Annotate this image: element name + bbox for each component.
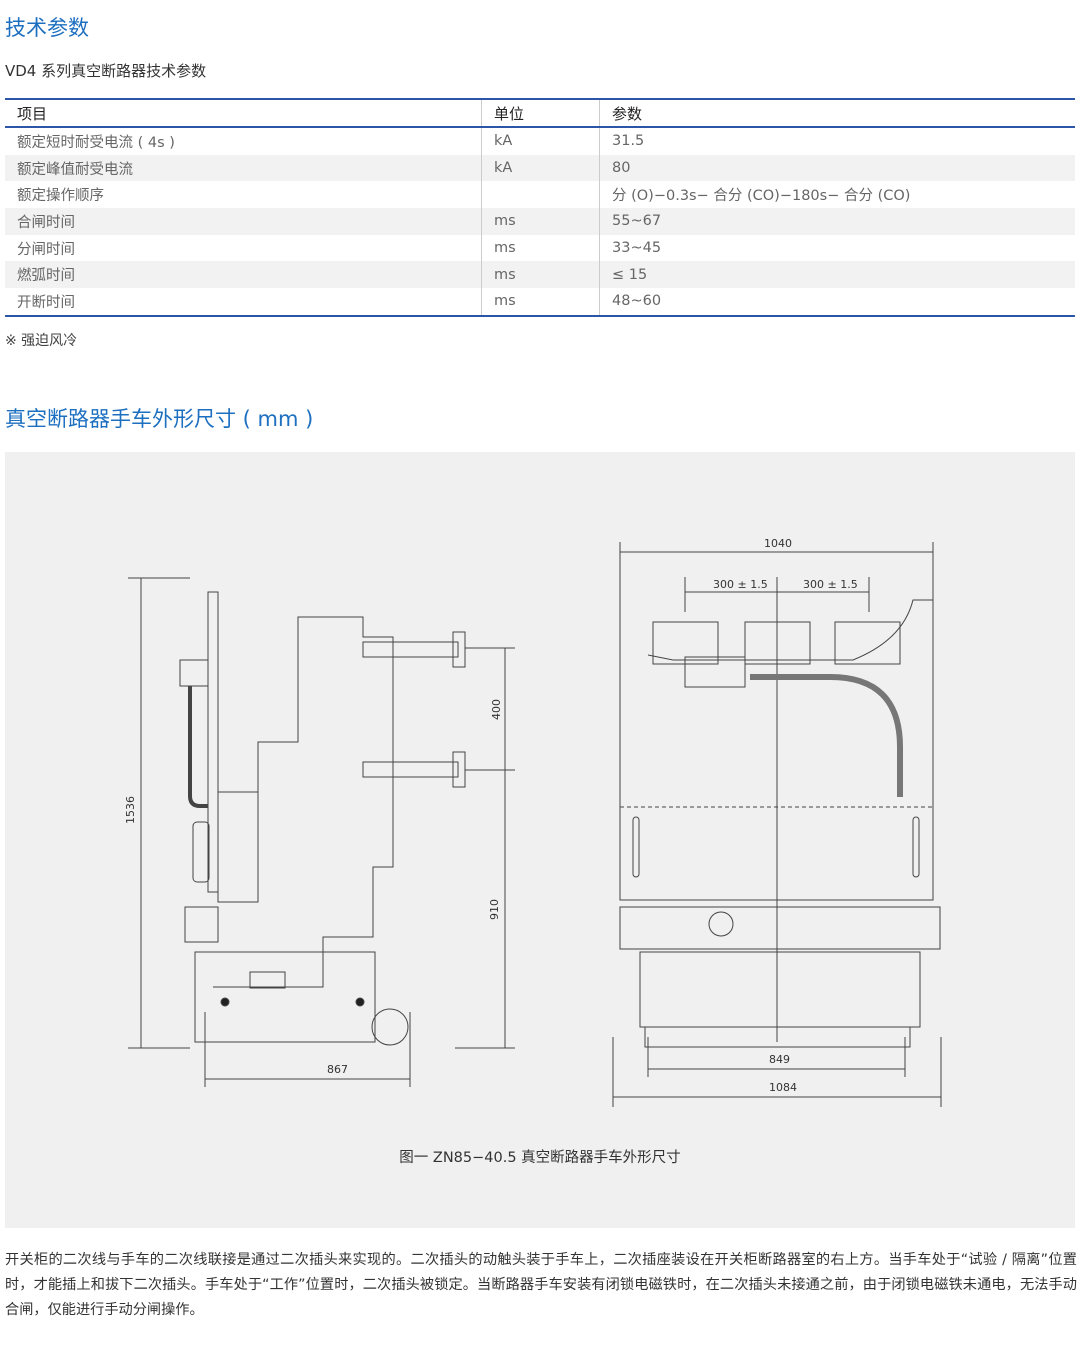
dim-pitch-2: 300 ± 1.5 [803, 578, 858, 591]
dim-depth: 867 [327, 1063, 348, 1076]
header-item: 项目 [5, 98, 482, 128]
side-view [128, 577, 515, 1087]
dim-lower: 910 [488, 899, 501, 920]
front-view [612, 542, 942, 1107]
dim-height: 1536 [124, 796, 137, 824]
header-unit: 单位 [481, 98, 600, 128]
section-title-dimensions: 真空断路器手车外形尺寸 ( mm ) [5, 407, 314, 431]
dim-width-top: 1040 [764, 537, 792, 550]
figure-caption: 图一 ZN85−40.5 真空断路器手车外形尺寸 [399, 1150, 681, 1166]
description-paragraph: 开关柜的二次线与手车的二次线联接是通过二次插头来实现的。二次插头的动触头装于手车… [5, 1252, 1077, 1318]
footnote: ※ 强迫风冷 [5, 333, 78, 349]
dim-pitch-1: 300 ± 1.5 [713, 578, 768, 591]
table-row: 额定操作顺序分 (O)−0.3s− 合分 (CO)−180s− 合分 (CO) [5, 181, 1075, 209]
section-title-tech-params: 技术参数 [5, 16, 89, 40]
dim-inner-width: 849 [769, 1053, 790, 1066]
table-subtitle: VD4 系列真空断路器技术参数 [5, 62, 207, 80]
dim-upper: 400 [490, 699, 503, 720]
dimension-figure: 1536 400 910 867 1040 300 ± 1.5 300 ± 1.… [5, 452, 1075, 1228]
table-header: 项目单位参数 [5, 98, 1075, 128]
breaker-drawing: 1536 400 910 867 1040 300 ± 1.5 300 ± 1.… [124, 537, 942, 1107]
header-value: 参数 [599, 98, 1075, 128]
dim-outer-width: 1084 [769, 1081, 797, 1094]
